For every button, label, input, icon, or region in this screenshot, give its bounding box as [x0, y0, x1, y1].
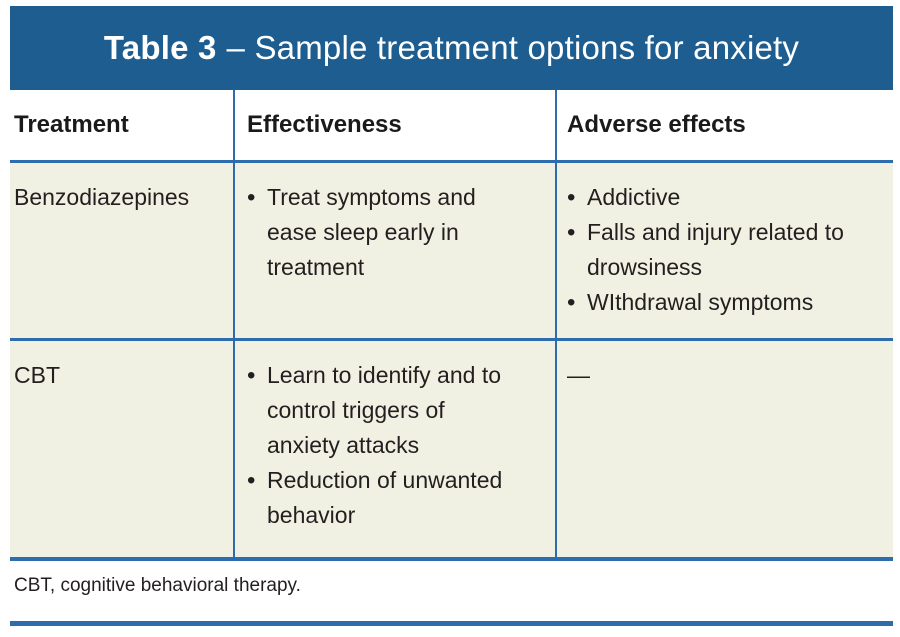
bullet-icon: • — [247, 184, 256, 211]
effectiveness-text: Learn to identify and to control trigger… — [267, 362, 501, 458]
adverse-effect-text: Addictive — [587, 184, 681, 210]
horizontal-rule-thick — [10, 557, 893, 561]
list-item: • WIthdrawal symptoms — [567, 285, 883, 320]
cell-effectiveness: • Treat symptoms and ease sleep early in… — [235, 163, 557, 338]
column-header-treatment: Treatment — [10, 90, 235, 160]
bullet-icon: • — [247, 362, 256, 389]
bottom-rule — [10, 621, 893, 626]
table-footnote: CBT, cognitive behavioral therapy. — [14, 575, 301, 596]
cell-effectiveness: • Learn to identify and to control trigg… — [235, 341, 557, 557]
cell-treatment: Benzodiazepines — [10, 163, 235, 338]
table-title: – Sample treatment options for anxiety — [226, 29, 800, 66]
bullet-icon: • — [567, 184, 576, 211]
horizontal-rule — [10, 160, 893, 163]
horizontal-rule — [10, 338, 893, 341]
no-adverse-effects-dash: — — [567, 362, 590, 388]
bullet-icon: • — [247, 467, 256, 494]
column-header-adverse-effects: Adverse effects — [567, 111, 746, 138]
cell-treatment: CBT — [10, 341, 235, 557]
table-row-benzodiazepines: Benzodiazepines • Treat symptoms and eas… — [10, 163, 893, 338]
adverse-effect-text: Falls and injury related to drowsiness — [587, 219, 844, 280]
adverse-effect-text: WIthdrawal symptoms — [587, 289, 814, 315]
list-item: • Falls and injury related to drowsiness — [567, 215, 883, 285]
bullet-icon: • — [567, 219, 576, 246]
bullet-icon: • — [567, 289, 576, 316]
list-item: • Addictive — [567, 180, 883, 215]
table-number: Table 3 — [103, 29, 217, 66]
cell-adverse-effects: — — [557, 341, 883, 557]
table-title-banner: Table 3 – Sample treatment options for a… — [10, 6, 893, 90]
table-figure: Table 3 – Sample treatment options for a… — [0, 6, 900, 626]
effectiveness-text: Treat symptoms and ease sleep early in t… — [267, 184, 476, 280]
list-item: • Learn to identify and to control trigg… — [247, 358, 555, 463]
list-item: • Reduction of unwanted behavior — [247, 463, 555, 533]
table-header-row: Treatment Effectiveness Adverse effects — [10, 90, 893, 160]
effectiveness-text: Reduction of unwanted behavior — [267, 467, 503, 528]
cell-adverse-effects: • Addictive • Falls and injury related t… — [557, 163, 883, 338]
table-row-cbt: CBT • Learn to identify and to control t… — [10, 341, 893, 557]
list-item: • Treat symptoms and ease sleep early in… — [247, 180, 555, 285]
column-header-effectiveness: Effectiveness — [235, 90, 557, 160]
